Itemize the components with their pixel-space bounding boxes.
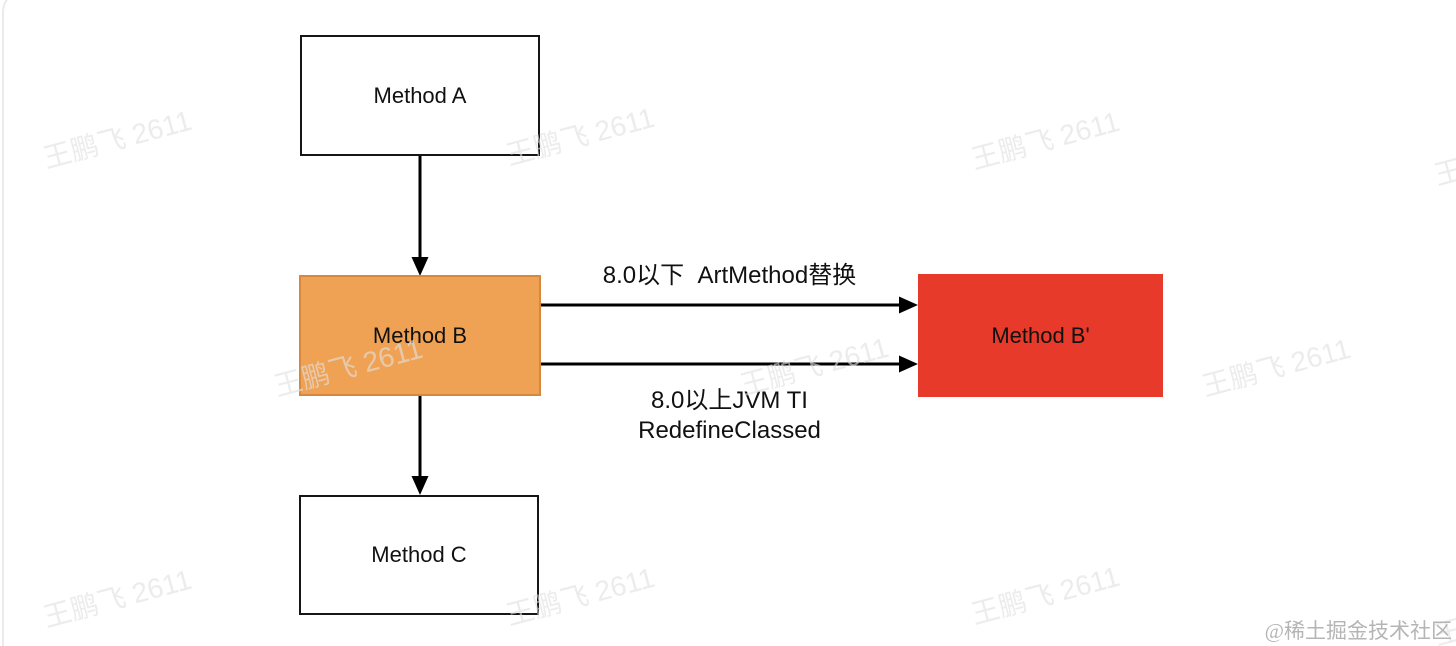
- node-method-b-prime-label: Method B': [991, 322, 1090, 348]
- node-method-c: Method C: [299, 495, 539, 615]
- node-method-a-label: Method A: [373, 82, 467, 108]
- node-method-a: Method A: [300, 35, 540, 156]
- edge-label-jvmti-line1: 8.0以上JVM TI: [651, 387, 808, 414]
- edge-label-jvmti: 8.0以上JVM TI RedefineClassed: [541, 386, 918, 446]
- edge-b-to-bprime-top: [541, 296, 918, 314]
- attribution-text: @稀土掘金技术社区: [1264, 619, 1452, 643]
- edge-a-to-b: [411, 156, 429, 276]
- edge-b-to-bprime-bottom: [541, 355, 918, 373]
- edge-b-to-c: [411, 396, 429, 495]
- edge-label-artmethod: 8.0以下 ArtMethod替换: [602, 262, 857, 289]
- node-method-c-label: Method C: [371, 542, 467, 567]
- node-method-b-label: Method B: [372, 322, 468, 348]
- node-method-b-prime: Method B': [918, 274, 1163, 397]
- node-method-b: Method B: [299, 275, 541, 396]
- edge-label-jvmti-line2: RedefineClassed: [638, 417, 821, 444]
